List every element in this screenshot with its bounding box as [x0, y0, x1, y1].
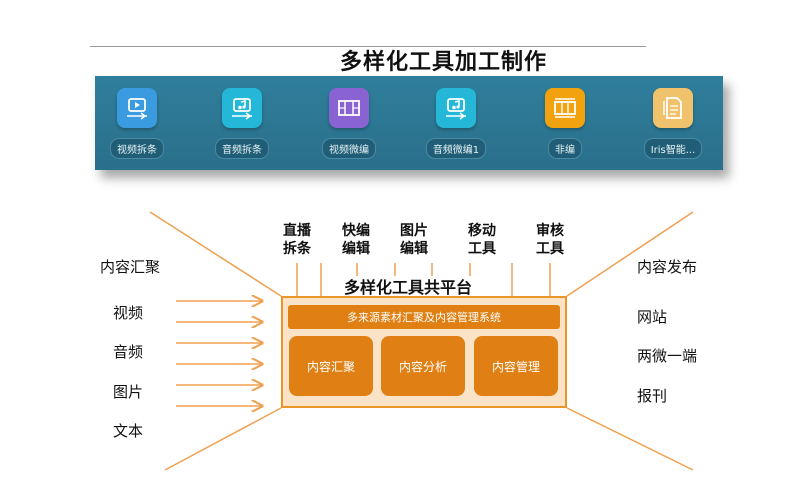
- input-item-video: 视频: [113, 304, 144, 322]
- funnel-line-top-right: [566, 211, 694, 297]
- tool-label: Iris智能...: [643, 138, 703, 159]
- film-edit-icon: [329, 88, 369, 128]
- film-strip-icon: [545, 88, 585, 128]
- document-icon: [653, 88, 693, 128]
- tool-heading-line: 图片: [400, 223, 428, 239]
- tool-audio-edit[interactable]: 音频微编1: [416, 88, 496, 159]
- tool-label: 音频微编1: [425, 138, 487, 159]
- funnel-line-top-left: [149, 211, 282, 297]
- tool-heading-mobile: 移动 工具: [462, 222, 502, 258]
- tool-heading-line: 工具: [468, 241, 496, 257]
- outputs-heading: 内容发布: [637, 258, 698, 276]
- page-title: 多样化工具加工制作: [340, 50, 548, 75]
- tool-heading-line: 编辑: [342, 241, 370, 257]
- video-play-icon: [117, 88, 157, 128]
- tool-label: 视频拆条: [110, 138, 164, 159]
- tool-iris-ai[interactable]: Iris智能...: [633, 88, 713, 159]
- module-content-aggregation: 内容汇聚: [289, 336, 373, 396]
- module-content-management: 内容管理: [474, 336, 558, 396]
- tool-heading-line: 拆条: [283, 241, 311, 257]
- input-item-image: 图片: [113, 383, 144, 401]
- tool-toolbar: 视频拆条 音频拆条 视频微编 音频微编1 非编 Iris智能...: [95, 76, 723, 170]
- output-item-social: 两微一端: [637, 347, 698, 365]
- tool-heading-line: 工具: [536, 241, 564, 257]
- tool-heading-line: 审核: [536, 223, 564, 239]
- platform-title: 多样化工具共平台: [344, 278, 473, 297]
- tool-heading-quick-edit: 快编 编辑: [336, 222, 376, 258]
- funnel-line-bottom-left: [164, 407, 282, 471]
- tool-heading-line: 移动: [468, 223, 496, 239]
- funnel-line-bottom-right: [566, 407, 694, 471]
- audio-note-icon: [436, 88, 476, 128]
- tool-label: 非编: [548, 138, 582, 159]
- input-item-text: 文本: [113, 422, 144, 440]
- input-item-audio: 音频: [113, 343, 144, 361]
- audio-note-icon: [222, 88, 262, 128]
- tool-heading-live-split: 直播 拆条: [277, 222, 317, 258]
- tool-nonlinear-edit[interactable]: 非编: [525, 88, 605, 159]
- tool-heading-review: 审核 工具: [530, 222, 570, 258]
- tool-audio-split[interactable]: 音频拆条: [202, 88, 282, 159]
- tool-label: 音频拆条: [215, 138, 269, 159]
- tool-heading-image-edit: 图片 编辑: [394, 222, 434, 258]
- platform-system-bar: 多来源素材汇聚及内容管理系统: [288, 305, 560, 329]
- output-item-print: 报刊: [637, 387, 668, 405]
- inputs-heading: 内容汇聚: [100, 258, 161, 276]
- output-item-website: 网站: [637, 308, 668, 326]
- tool-label: 视频微编: [322, 138, 376, 159]
- tool-heading-line: 快编: [342, 223, 370, 239]
- tool-heading-line: 编辑: [400, 241, 428, 257]
- tool-video-edit[interactable]: 视频微编: [309, 88, 389, 159]
- tool-video-split[interactable]: 视频拆条: [97, 88, 177, 159]
- module-content-analysis: 内容分析: [381, 336, 465, 396]
- title-rule: [90, 46, 646, 47]
- tool-heading-line: 直播: [283, 223, 311, 239]
